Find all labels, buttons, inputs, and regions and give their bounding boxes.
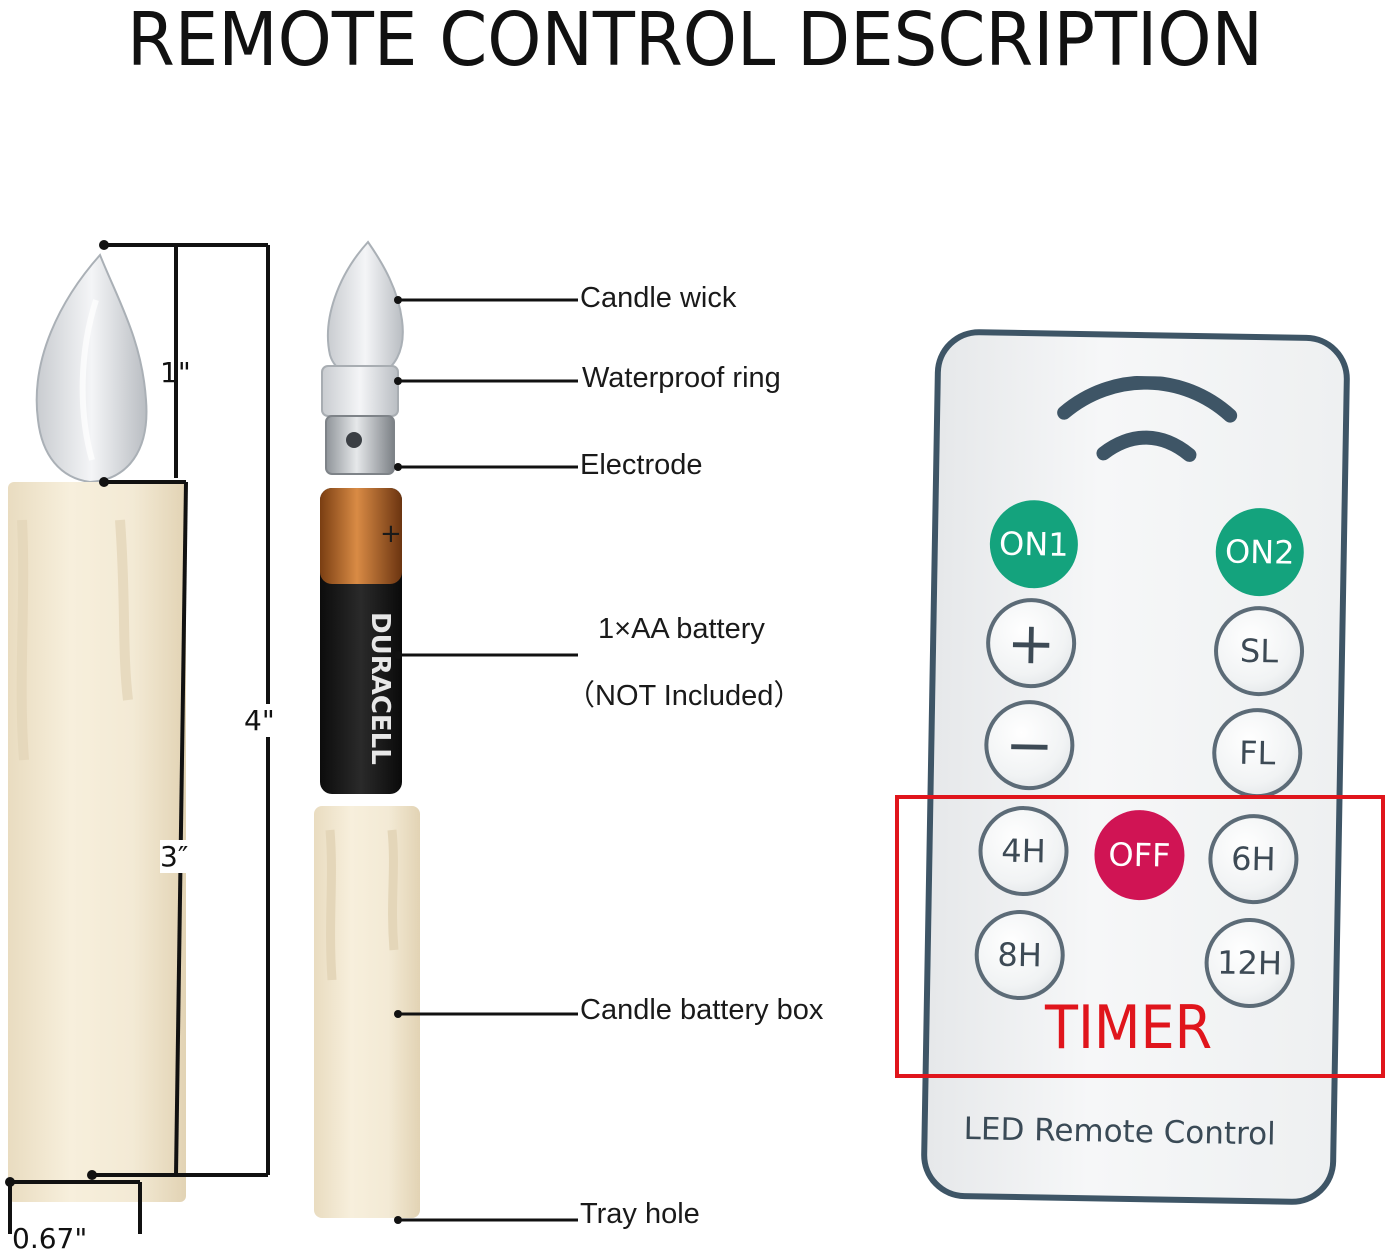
- label-battery-note: （NOT Included）: [566, 680, 803, 712]
- leader-lines: [398, 298, 578, 1222]
- exploded-candle: + DURACELL: [314, 240, 420, 1218]
- label-tray-hole: Tray hole: [580, 1198, 700, 1230]
- label-battery-box: Candle battery box: [580, 994, 824, 1026]
- remote-control: ON1 ON2 + SL − FL 4H OFF 6H 8H 12H LED R…: [920, 328, 1351, 1206]
- sl-button[interactable]: SL: [1213, 605, 1305, 697]
- brightness-down-button[interactable]: −: [983, 699, 1076, 791]
- dim-flame-height: 1": [160, 356, 191, 389]
- label-waterproof-ring: Waterproof ring: [582, 362, 781, 394]
- battery-brand-label: DURACELL: [365, 612, 395, 765]
- page-title: REMOTE CONTROL DESCRIPTION: [126, 0, 1263, 83]
- wick-flame: [326, 240, 404, 378]
- on2-button[interactable]: ON2: [1215, 507, 1305, 597]
- full-candle: [8, 253, 186, 1202]
- brightness-up-button[interactable]: +: [985, 597, 1077, 689]
- timer-highlight-box: [895, 795, 1385, 1078]
- full-candle-flame: [35, 253, 148, 484]
- remote-footer-label: LED Remote Control: [963, 1111, 1277, 1153]
- fl-button[interactable]: FL: [1211, 707, 1304, 799]
- timer-label: TIMER: [1045, 993, 1213, 1063]
- label-electrode: Electrode: [580, 449, 703, 481]
- waterproof-ring: [321, 365, 399, 417]
- label-battery: 1×AA battery: [598, 613, 765, 645]
- wireless-signal-icon: [1057, 375, 1238, 462]
- dim-total-height: 4": [244, 704, 275, 737]
- dim-width: 0.67": [12, 1222, 88, 1255]
- label-candle-wick: Candle wick: [580, 282, 737, 314]
- on1-button[interactable]: ON1: [989, 499, 1079, 589]
- full-candle-body: [8, 482, 186, 1202]
- svg-text:+: +: [380, 519, 402, 549]
- dim-body-height: 3″: [160, 840, 189, 873]
